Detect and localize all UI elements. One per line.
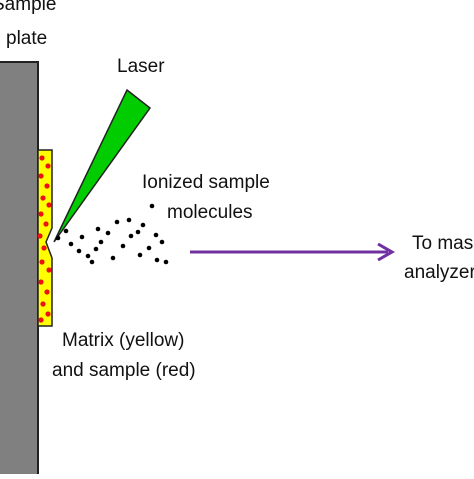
label-analyzer-2: analyzer [404,262,474,283]
ion-dot [85,253,91,259]
ion-dot [128,233,134,239]
analyzer-arrow [190,242,396,262]
sample-dot [40,301,46,307]
sample-dot [39,155,45,161]
label-sample-plate-1: Sample [0,0,57,15]
ion-dot [98,239,104,245]
ion-dot [120,243,126,249]
sample-dots [37,155,52,323]
ion-dot [163,259,169,265]
sample-dot [44,289,50,295]
ion-dot [95,226,101,232]
ion-dot [140,222,146,228]
ion-dot [114,219,120,225]
ion-dot [76,248,82,254]
sample-dot [37,233,43,239]
label-ionized-1: Ionized sample [142,172,270,193]
ion-dot [68,241,74,247]
sample-dot [45,163,51,169]
sample-dot [38,317,44,323]
label-ionized-2: molecules [167,202,253,223]
label-matrix-2: and sample (red) [52,360,196,381]
sample-dot [39,259,45,265]
sample-dot [40,195,46,201]
ion-dot [154,257,160,263]
sample-dot [43,221,49,227]
label-sample-plate-2: plate [6,28,48,49]
ion-dot [159,239,165,245]
ion-dot [135,229,141,235]
sample-plate [0,61,39,479]
sample-dot [45,311,51,317]
ion-dot [137,252,143,258]
ion-dot [93,246,99,252]
sample-dot [38,173,44,179]
sample-dot [46,267,52,273]
sample-dot [38,279,44,285]
label-laser: Laser [117,56,165,77]
ion-dot [105,230,111,236]
label-analyzer-1: To mass [412,233,474,254]
label-matrix-1: Matrix (yellow) [62,330,185,351]
ion-dot [126,217,132,223]
ion-dot [89,259,95,265]
sample-dot [41,245,47,251]
ion-dot [55,235,61,241]
ion-dot [146,245,152,251]
ion-dot [110,255,116,261]
laser-beam [53,88,152,243]
ion-cloud [55,203,169,265]
ion-dot [63,228,69,234]
ion-dot [149,203,155,209]
sample-dot [38,211,44,217]
ion-dot [79,234,85,240]
sample-dot [44,183,50,189]
ion-dot [153,232,159,238]
sample-dot [46,202,52,208]
